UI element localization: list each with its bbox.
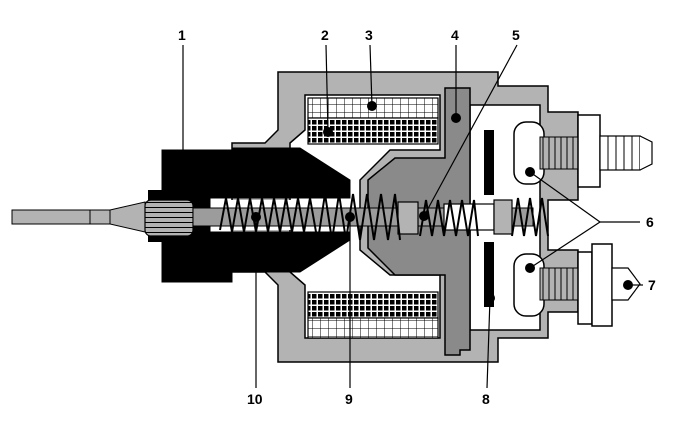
spring-10 [219,197,317,233]
label-10: 10 [247,391,263,407]
contact-washer [493,199,513,235]
contact-plate-top [484,130,494,195]
label-4: 4 [451,27,459,43]
rod-taper [109,201,146,233]
contact-plate-bottom [484,242,494,307]
spring-return [511,197,549,237]
label-7: 7 [648,277,656,293]
shaft-collar [397,201,419,235]
rod-knurl [144,199,194,237]
label-3: 3 [365,27,373,43]
label-6: 6 [646,214,654,230]
label-5: 5 [512,27,520,43]
leader-lines [182,44,643,389]
label-2: 2 [321,27,329,43]
label-8: 8 [482,391,490,407]
terminal-bolt-bottom [513,243,641,327]
label-1: 1 [178,27,186,43]
plunger-core [161,147,351,283]
coil-winding-bottom [307,291,439,339]
terminal-bolt-top [513,114,653,188]
spring-9 [317,193,401,241]
spring-5 [419,199,479,237]
label-9: 9 [345,391,353,407]
coil-winding-top [307,97,439,145]
